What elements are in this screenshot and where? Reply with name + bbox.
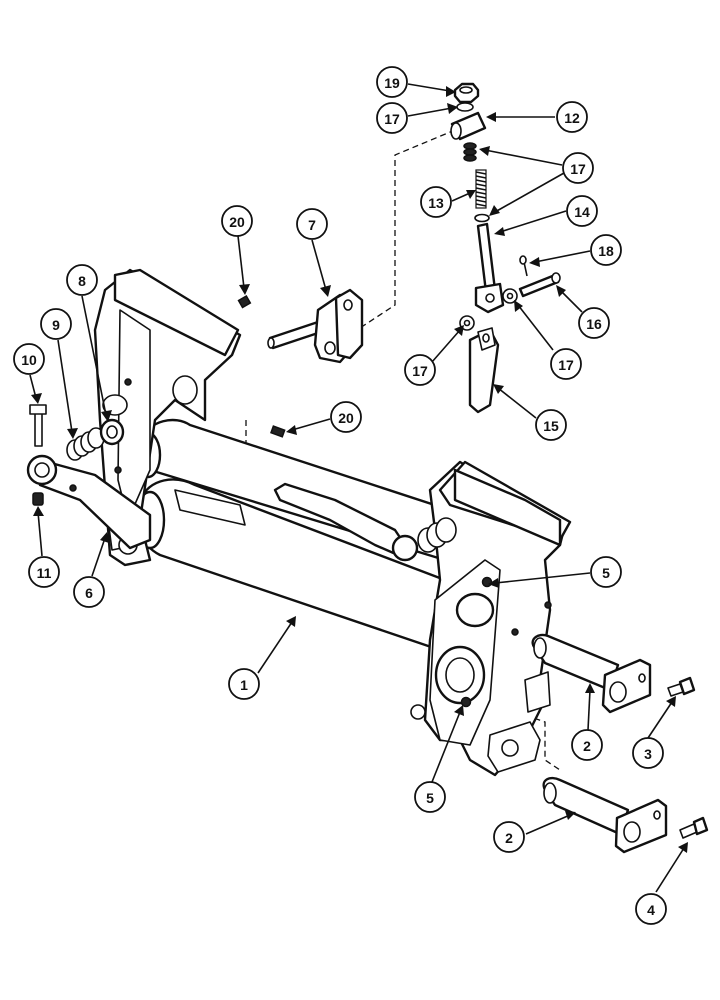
right-lever <box>273 482 457 562</box>
svg-text:2: 2 <box>505 830 513 846</box>
bolt-3 <box>667 676 696 697</box>
pin-7 <box>267 288 364 364</box>
svg-text:18: 18 <box>598 243 614 259</box>
spring-13 <box>475 169 487 209</box>
svg-text:6: 6 <box>85 585 93 601</box>
svg-text:12: 12 <box>564 110 580 126</box>
svg-text:3: 3 <box>644 746 652 762</box>
callout-18: 18 <box>590 234 622 266</box>
callout-20-lower: 20 <box>330 401 362 433</box>
callout-17-top: 17 <box>376 102 408 134</box>
svg-text:17: 17 <box>570 161 586 177</box>
callout-15: 15 <box>535 409 567 441</box>
svg-text:20: 20 <box>229 214 245 230</box>
svg-text:8: 8 <box>78 273 86 289</box>
svg-text:13: 13 <box>428 195 444 211</box>
callout-4: 4 <box>635 893 667 925</box>
svg-text:15: 15 <box>543 418 559 434</box>
svg-text:10: 10 <box>21 352 37 368</box>
callout-7: 7 <box>296 208 328 240</box>
svg-text:7: 7 <box>308 217 316 233</box>
callout-5-upper: 5 <box>590 556 622 588</box>
svg-text:4: 4 <box>647 902 655 918</box>
bolt-4 <box>679 816 709 839</box>
spring-9 <box>66 427 105 461</box>
callout-17-lower-right: 17 <box>550 348 582 380</box>
svg-text:14: 14 <box>574 204 590 220</box>
set-screw-20a <box>237 295 252 309</box>
pivot-pin-lower <box>542 776 668 854</box>
callout-3: 3 <box>632 737 664 769</box>
svg-text:17: 17 <box>558 357 574 373</box>
svg-text:11: 11 <box>37 565 52 581</box>
svg-text:9: 9 <box>52 317 60 333</box>
svg-text:5: 5 <box>426 790 434 806</box>
callout-17-lower-left: 17 <box>404 354 436 386</box>
svg-text:17: 17 <box>384 111 400 127</box>
callout-1: 1 <box>228 668 260 700</box>
svg-text:2: 2 <box>583 738 591 754</box>
adjuster-assembly <box>450 82 561 414</box>
callout-10: 10 <box>13 343 45 375</box>
svg-text:19: 19 <box>384 75 400 91</box>
callout-17-right: 17 <box>562 152 594 184</box>
callout-13: 13 <box>420 186 452 218</box>
callout-9: 9 <box>40 308 72 340</box>
callout-2-upper: 2 <box>571 729 603 761</box>
callout-14: 14 <box>566 195 598 227</box>
leader-lines <box>29 83 688 893</box>
svg-text:16: 16 <box>586 316 602 332</box>
left-lever-assembly <box>26 404 152 550</box>
set-screw-20b <box>270 425 286 438</box>
svg-text:17: 17 <box>412 363 428 379</box>
svg-text:5: 5 <box>602 565 610 581</box>
callout-2-lower: 2 <box>493 821 525 853</box>
callout-20-top: 20 <box>221 205 253 237</box>
pivot-pin-upper <box>531 633 652 714</box>
svg-text:20: 20 <box>338 410 354 426</box>
callout-16: 16 <box>578 307 610 339</box>
callout-19: 19 <box>376 66 408 98</box>
callout-8: 8 <box>66 264 98 296</box>
callout-5-lower: 5 <box>414 781 446 813</box>
callout-6: 6 <box>73 576 105 608</box>
callout-11: 11 <box>28 556 60 588</box>
callout-12: 12 <box>556 101 588 133</box>
svg-text:1: 1 <box>240 677 248 693</box>
